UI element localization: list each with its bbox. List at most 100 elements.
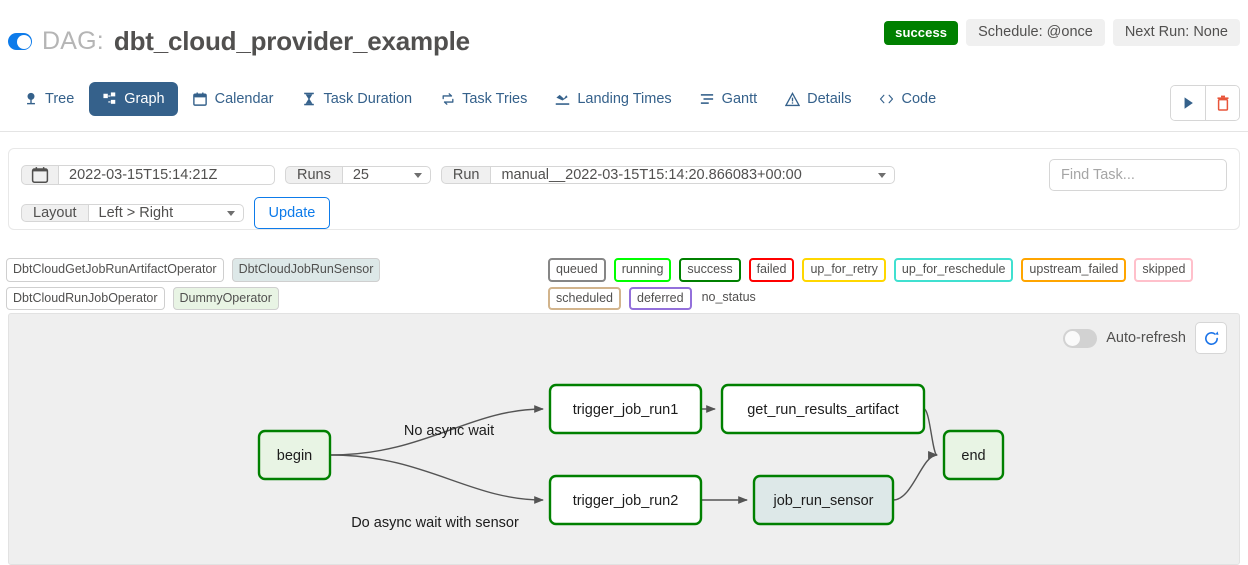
dag-graph-panel: Auto-refresh begin trigger_job_run1 get_ru… xyxy=(8,313,1240,565)
state-chip[interactable]: success xyxy=(679,258,741,282)
tab-label: Calendar xyxy=(214,91,274,107)
trash-icon xyxy=(1217,95,1228,111)
gantt-icon xyxy=(700,92,715,107)
calendar-icon[interactable] xyxy=(21,165,59,185)
base-date-group: 2022-03-15T15:14:21Z xyxy=(21,165,275,185)
trigger-dag-button[interactable] xyxy=(1171,86,1205,120)
graph-edges xyxy=(329,405,938,504)
graph-nodes: begin trigger_job_run1 get_run_results_art… xyxy=(257,383,1005,526)
graph-edge xyxy=(329,454,544,504)
graph-node[interactable]: get_run_results_artifact xyxy=(720,383,926,435)
tab-details[interactable]: Details xyxy=(772,82,864,116)
auto-refresh-controls: Auto-refresh xyxy=(1063,322,1227,354)
state-chip[interactable]: up_for_retry xyxy=(802,258,886,282)
graph-node-label: begin xyxy=(277,448,312,464)
tab-label: Graph xyxy=(124,91,165,107)
graph-node[interactable]: trigger_job_run2 xyxy=(548,474,703,526)
graph-node-box[interactable] xyxy=(752,474,895,526)
tree-icon xyxy=(23,92,38,107)
tab-graph[interactable]: Graph xyxy=(89,82,178,116)
tab-label: Task Tries xyxy=(462,91,528,107)
no-status-label: no_status xyxy=(701,289,756,304)
tab-gantt[interactable]: Gantt xyxy=(687,82,770,116)
state-chip[interactable]: failed xyxy=(748,258,795,282)
retry-icon xyxy=(440,92,455,107)
page-header: DAG: dbt_cloud_provider_example success … xyxy=(0,0,1248,70)
state-chip[interactable]: deferred xyxy=(629,286,692,310)
tab-label: Details xyxy=(807,91,852,107)
graph-node-box[interactable] xyxy=(548,474,703,526)
play-icon xyxy=(1184,97,1193,109)
calendar-icon xyxy=(193,92,208,107)
tab-label: Code xyxy=(901,91,937,107)
tab-landing-times[interactable]: Landing Times xyxy=(542,82,684,116)
auto-refresh-toggle[interactable] xyxy=(1063,328,1098,348)
graph-icon xyxy=(102,92,117,107)
state-chip[interactable]: queued xyxy=(548,258,606,282)
graph-node-label: get_run_results_artifact xyxy=(747,402,899,418)
state-chip[interactable]: running xyxy=(613,258,672,282)
graph-edge xyxy=(329,405,544,456)
schedule-badge[interactable]: Schedule: @once xyxy=(966,19,1105,46)
graph-node[interactable]: trigger_job_run1 xyxy=(548,383,703,435)
runs-value: 25 xyxy=(352,167,369,183)
graph-node-box[interactable] xyxy=(548,383,703,435)
graph-edge xyxy=(923,408,938,459)
tab-task-tries[interactable]: Task Tries xyxy=(427,82,540,116)
state-chip[interactable]: skipped xyxy=(1134,258,1194,282)
tab-label: Gantt xyxy=(721,91,758,107)
tab-label: Task Duration xyxy=(323,91,413,107)
tab-calendar[interactable]: Calendar xyxy=(180,82,287,116)
header-badges: success Schedule: @once Next Run: None xyxy=(884,19,1240,46)
layout-label: Layout xyxy=(21,204,89,222)
dag-label: DAG: xyxy=(42,27,104,55)
operator-chip[interactable]: DbtCloudGetJobRunArtifactOperator xyxy=(6,258,224,282)
graph-node[interactable]: job_run_sensor xyxy=(752,474,895,526)
refresh-button[interactable] xyxy=(1195,322,1227,354)
layout-select[interactable]: Left > Right xyxy=(88,204,244,222)
run-group: Run manual__2022-03-15T15:14:20.866083+0… xyxy=(440,166,896,184)
graph-node-label: job_run_sensor xyxy=(773,493,874,509)
dag-pause-toggle[interactable] xyxy=(8,33,32,50)
graph-node[interactable]: end xyxy=(942,429,1005,481)
state-chip[interactable]: up_for_reschedule xyxy=(893,258,1014,282)
code-icon xyxy=(879,92,894,107)
state-legend: queued running success failed up_for_retry up… xyxy=(548,258,1244,310)
state-chip[interactable]: upstream_failed xyxy=(1021,258,1127,282)
auto-refresh-label: Auto-refresh xyxy=(1106,330,1186,346)
graph-node-box[interactable] xyxy=(257,429,332,481)
tab-task-duration[interactable]: Task Duration xyxy=(288,82,425,116)
runs-label: Runs xyxy=(285,166,343,184)
operator-chip[interactable]: DummyOperator xyxy=(172,286,279,310)
refresh-icon xyxy=(1204,330,1218,345)
delete-dag-button[interactable] xyxy=(1205,86,1239,120)
chevron-down-icon xyxy=(226,210,235,216)
tab-code[interactable]: Code xyxy=(866,82,949,116)
warning-icon xyxy=(785,91,801,107)
tab-tree[interactable]: Tree xyxy=(10,82,87,116)
base-date-input[interactable]: 2022-03-15T15:14:21Z xyxy=(59,165,275,185)
filter-bar: 2022-03-15T15:14:21Z Runs 25 Run manual_… xyxy=(8,148,1240,230)
tab-label: Tree xyxy=(45,91,75,107)
run-select[interactable]: manual__2022-03-15T15:14:20.866083+00:00 xyxy=(491,166,896,184)
dag-graph-canvas[interactable]: begin trigger_job_run1 get_run_results_art… xyxy=(9,314,1239,564)
graph-node-box[interactable] xyxy=(942,429,1005,481)
graph-node[interactable]: begin xyxy=(257,429,332,481)
view-tabs: Tree Graph Calendar Task Duration xyxy=(10,82,949,116)
graph-node-box[interactable] xyxy=(720,383,926,435)
runs-select[interactable]: 25 xyxy=(342,166,431,184)
state-chip[interactable]: scheduled xyxy=(548,286,621,310)
operator-chip[interactable]: DbtCloudRunJobOperator xyxy=(6,286,165,310)
find-task-input[interactable]: Find Task... xyxy=(1049,159,1227,191)
update-button[interactable]: Update xyxy=(253,197,331,229)
dag-title: DAG: dbt_cloud_provider_example xyxy=(8,26,470,57)
status-badge: success xyxy=(884,20,959,45)
operator-chip[interactable]: DbtCloudJobRunSensor xyxy=(231,258,381,282)
graph-node-label: end xyxy=(961,448,985,464)
graph-edge xyxy=(892,451,938,501)
